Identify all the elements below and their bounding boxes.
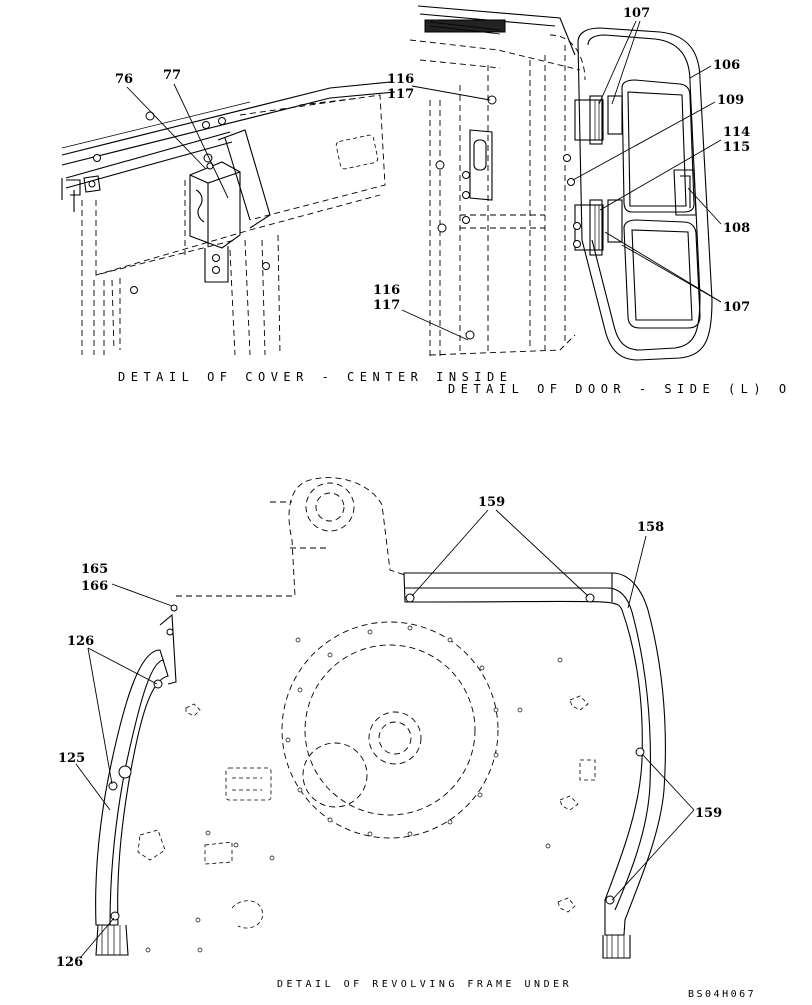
callout-117-upper: 117 [387, 87, 414, 102]
door-side-detail: 116 117 107 106 109 114 115 108 107 116 … [373, 5, 750, 361]
drawing-code: BS04H067 [688, 989, 756, 1000]
callout-125: 125 [58, 751, 85, 766]
callout-159-lower: 159 [695, 806, 722, 821]
callout-107-lower: 107 [723, 300, 750, 315]
callout-116-upper: 116 [387, 72, 414, 87]
callout-77: 77 [163, 68, 181, 83]
swing-circle-holes [285, 625, 499, 837]
cover-center-inside-detail: 76 77 [61, 68, 396, 356]
callout-117-lower: 117 [373, 298, 400, 313]
callout-166: 166 [81, 579, 108, 594]
callout-107-upper: 107 [623, 6, 650, 21]
callout-108: 108 [723, 221, 750, 236]
callout-76: 76 [115, 72, 133, 87]
caption-cover-center-inside: DETAIL OF COVER - CENTER INSIDE [118, 370, 512, 384]
callout-126-lower: 126 [56, 955, 83, 970]
callout-116-lower: 116 [373, 283, 400, 298]
callout-109: 109 [717, 93, 744, 108]
caption-revolving-frame-under: DETAIL OF REVOLVING FRAME UNDER [277, 979, 572, 990]
revolving-frame-under-detail: 159 158 165 166 126 125 159 126 [56, 477, 722, 970]
callout-126-upper: 126 [67, 634, 94, 649]
callout-165: 165 [81, 562, 108, 577]
callout-159-upper: 159 [478, 495, 505, 510]
callout-158: 158 [637, 520, 664, 535]
callout-115: 115 [723, 140, 750, 155]
callout-106: 106 [713, 58, 740, 73]
caption-door-side: DETAIL OF DOOR - SIDE (L) O [448, 382, 792, 396]
callout-114: 114 [723, 125, 750, 140]
